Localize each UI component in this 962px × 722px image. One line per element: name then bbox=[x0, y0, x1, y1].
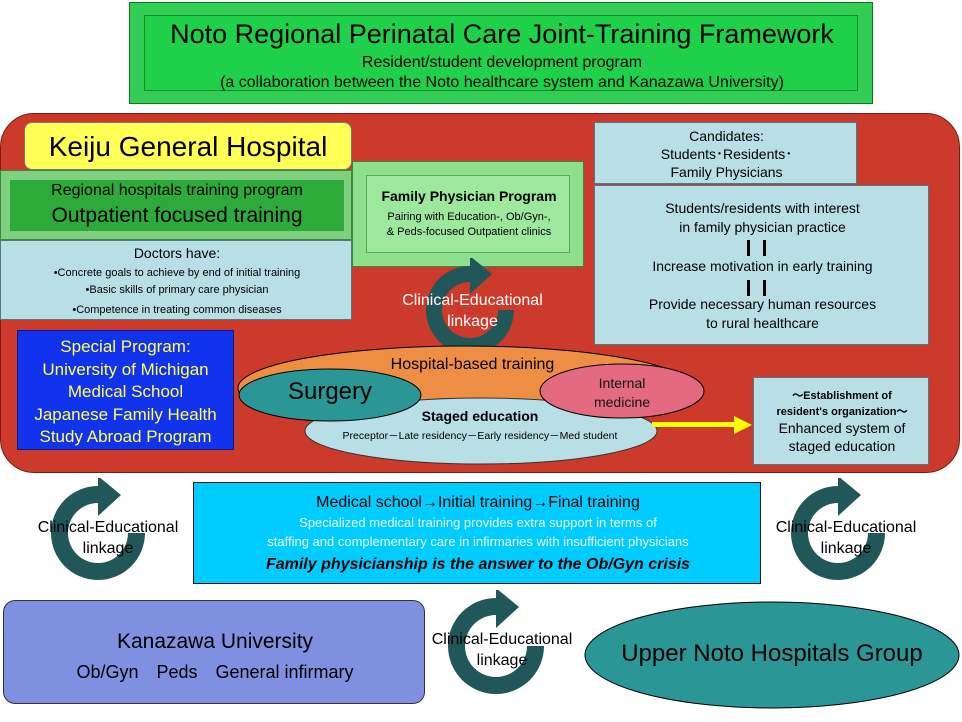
candidates-box: Candidates: Students･Residents･ Family P… bbox=[594, 122, 857, 184]
establishment-line: Enhanced system of bbox=[778, 420, 906, 436]
upper-noto-ellipse bbox=[584, 601, 960, 709]
family-physician-box: Family Physician Program Pairing with Ed… bbox=[366, 175, 570, 253]
students-line: Students/residents with interest bbox=[665, 200, 860, 216]
surgery-ellipse bbox=[238, 368, 422, 422]
special-program-line: Study Abroad Program bbox=[39, 427, 212, 446]
linkage-label: Clinical-Educational linkage bbox=[380, 290, 565, 332]
establishment-box: 〜Establishment of resident's organizatio… bbox=[753, 377, 929, 465]
special-program-line: University of Michigan bbox=[42, 359, 209, 379]
cycle-arrow-icon bbox=[791, 478, 885, 580]
keiju-hospital-label: Keiju General Hospital bbox=[24, 122, 352, 170]
linkage-line: linkage bbox=[476, 652, 528, 669]
medical-school-conclusion: Family physicianship is the answer to th… bbox=[265, 556, 691, 573]
doctors-item: •Basic skills of primary care physician bbox=[85, 284, 269, 296]
cycle-arrow-icon bbox=[426, 258, 514, 354]
hospital-training-title: Hospital-based training bbox=[390, 356, 555, 373]
students-line: in family physician practice bbox=[679, 219, 846, 235]
special-program-line: Special Program: bbox=[60, 337, 191, 356]
staged-education-sequence: Preceptor－Late residency－Early residency… bbox=[342, 430, 618, 442]
double-down-bar-icon bbox=[747, 280, 766, 296]
page-title: Noto Regional Perinatal Care Joint-Train… bbox=[170, 19, 834, 49]
surgery-label: Surgery bbox=[287, 378, 373, 405]
students-interest-box: Students/residents with interest in fami… bbox=[594, 185, 929, 345]
yellow-arrow-icon bbox=[652, 416, 752, 434]
students-line: Provide necessary human resources bbox=[648, 296, 877, 312]
establishment-line: staged education bbox=[788, 438, 896, 454]
doctors-item: •Competence in treating common diseases bbox=[72, 304, 282, 316]
medical-school-line: staffing and complementary care in infir… bbox=[267, 534, 689, 549]
candidates-heading: Candidates: bbox=[689, 128, 764, 144]
doctors-item: •Concrete goals to achieve by end of ini… bbox=[53, 267, 301, 279]
special-program-box: Special Program: University of Michigan … bbox=[17, 330, 234, 450]
internal-medicine-line: Internal bbox=[598, 375, 646, 391]
medical-school-line: Specialized medical training provides ex… bbox=[299, 515, 657, 530]
title-box: Noto Regional Perinatal Care Joint-Train… bbox=[144, 15, 858, 91]
special-program-line: Medical School bbox=[67, 382, 184, 401]
linkage-label: Clinical-Educational linkage bbox=[18, 517, 198, 559]
students-line: to rural healthcare bbox=[706, 315, 819, 331]
regional-program-title: Regional hospitals training program bbox=[51, 182, 303, 199]
doctors-heading: Doctors have: bbox=[133, 245, 221, 261]
staged-education-title: Staged education bbox=[421, 408, 539, 424]
double-down-bar-icon bbox=[747, 240, 766, 256]
family-physician-line: Pairing with Education-, Ob/Gyn-, bbox=[387, 211, 551, 223]
cycle-arrow-icon bbox=[51, 478, 145, 580]
kanazawa-departments: Ob/Gyn Peds General infirmary bbox=[76, 662, 354, 682]
establishment-line: 〜Establishment of bbox=[792, 390, 892, 402]
linkage-line: linkage bbox=[820, 540, 872, 557]
special-program-line: Japanese Family Health bbox=[34, 404, 217, 424]
kanazawa-university-box: Kanazawa University Ob/Gyn Peds General … bbox=[3, 600, 425, 704]
candidates-line: Students･Residents･ bbox=[660, 146, 793, 162]
linkage-label: Clinical-Educational linkage bbox=[412, 629, 592, 671]
family-physician-line: & Peds-focused Outpatient clinics bbox=[386, 226, 552, 238]
linkage-line: Clinical-Educational bbox=[37, 519, 179, 536]
outpatient-training-label: Outpatient focused training bbox=[51, 204, 303, 227]
linkage-line: Clinical-Educational bbox=[775, 519, 917, 536]
internal-medicine-ellipse bbox=[539, 363, 705, 419]
linkage-line: linkage bbox=[447, 313, 498, 330]
family-physician-title: Family Physician Program bbox=[381, 188, 557, 204]
title-collaboration: (a collaboration between the Noto health… bbox=[220, 74, 784, 91]
medical-school-pathway: Medical school→Initial training→Final tr… bbox=[316, 494, 640, 511]
internal-medicine-line: medicine bbox=[593, 394, 651, 410]
regional-program-box bbox=[10, 180, 344, 231]
title-subtitle: Resident/student development program bbox=[361, 54, 643, 71]
kanazawa-title: Kanazawa University bbox=[116, 630, 314, 653]
linkage-label: Clinical-Educational linkage bbox=[756, 517, 936, 559]
internal-medicine-label: Internal medicine bbox=[540, 374, 704, 412]
linkage-line: linkage bbox=[82, 540, 134, 557]
upper-noto-label: Upper Noto Hospitals Group bbox=[621, 640, 923, 667]
linkage-line: Clinical-Educational bbox=[402, 292, 543, 309]
candidates-line: Family Physicians bbox=[670, 164, 783, 180]
candidates-text: Candidates: Students･Residents･ Family P… bbox=[595, 127, 858, 181]
linkage-line: Clinical-Educational bbox=[431, 631, 573, 648]
students-line: Increase motivation in early training bbox=[652, 258, 873, 274]
medical-school-box: Medical school→Initial training→Final tr… bbox=[193, 482, 761, 584]
hospital-training-diagram bbox=[237, 345, 705, 465]
cycle-arrow-icon bbox=[448, 590, 544, 694]
staged-education-ellipse bbox=[304, 397, 658, 465]
doctors-have-box: Doctors have: •Concrete goals to achieve… bbox=[0, 240, 352, 320]
establishment-line: resident's organization〜 bbox=[776, 406, 908, 418]
